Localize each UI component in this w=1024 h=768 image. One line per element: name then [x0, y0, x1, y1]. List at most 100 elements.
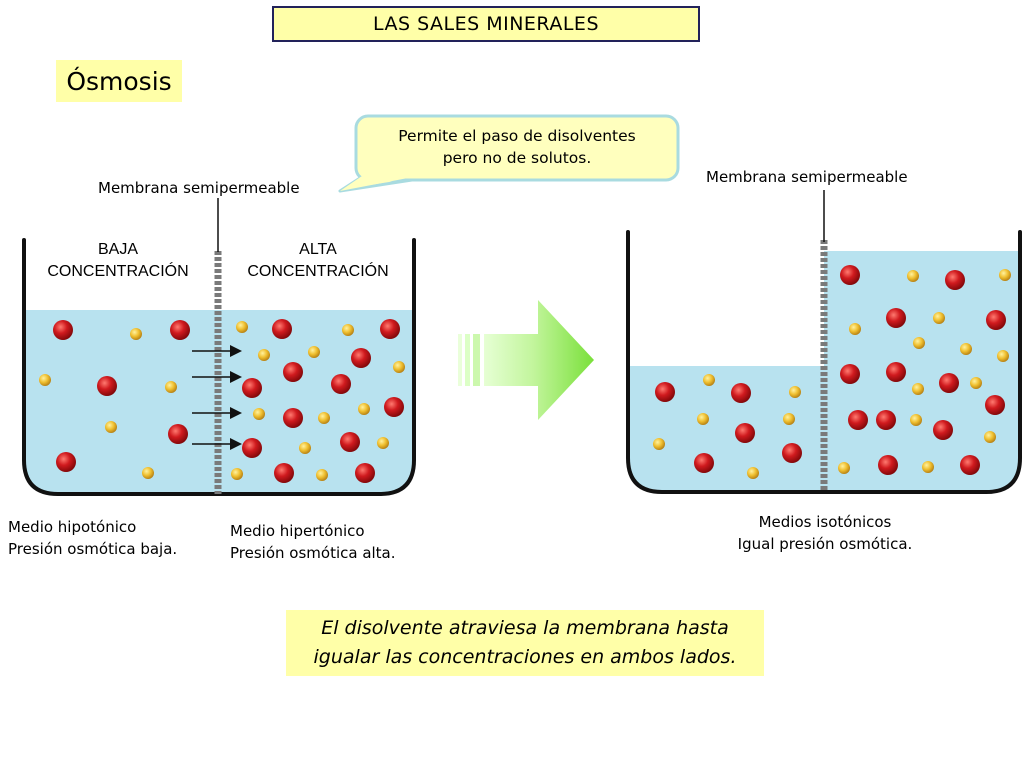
solute-large	[735, 423, 755, 443]
solute-large	[782, 443, 802, 463]
page-title-box: LAS SALES MINERALES	[272, 6, 700, 42]
right-arrow-icon	[458, 300, 594, 420]
solute-small	[308, 346, 320, 358]
solute-large	[960, 455, 980, 475]
solute-small	[165, 381, 177, 393]
solute-small	[838, 462, 850, 474]
solute-large	[97, 376, 117, 396]
right-high-side-solutes	[838, 265, 1011, 475]
solute-large	[985, 395, 1005, 415]
left-membrane-label: Membrana semipermeable	[98, 179, 300, 197]
isotonic-line-1: Medios isotónicos	[758, 513, 892, 531]
solute-large	[886, 362, 906, 382]
solute-small	[984, 431, 996, 443]
left-side-solutes	[39, 320, 190, 479]
solute-small	[653, 438, 665, 450]
solute-large	[840, 364, 860, 384]
solute-small	[393, 361, 405, 373]
high-concentration-line-2: CONCENTRACIÓN	[247, 263, 389, 280]
solute-small	[912, 383, 924, 395]
solute-large	[168, 424, 188, 444]
conclusion-line-1: El disolvente atraviesa la membrana hast…	[321, 617, 729, 639]
solute-small	[130, 328, 142, 340]
right-beaker	[626, 190, 1022, 494]
solute-small	[358, 403, 370, 415]
solute-large	[56, 452, 76, 472]
section-title-box: Ósmosis	[56, 60, 182, 102]
solute-large	[242, 438, 262, 458]
solute-small	[697, 413, 709, 425]
solute-small	[236, 321, 248, 333]
high-concentration-line-1: ALTA	[299, 241, 337, 258]
right-membrane-label: Membrana semipermeable	[706, 168, 908, 186]
solute-small	[377, 437, 389, 449]
solute-large	[170, 320, 190, 340]
solute-small	[253, 408, 265, 420]
solute-small	[783, 413, 795, 425]
hypotonic-line-1: Medio hipotónico	[8, 518, 137, 536]
callout-text: Permite el paso de disolventes pero no d…	[356, 125, 678, 169]
callout-line-1: Permite el paso de disolventes	[398, 127, 636, 145]
solute-large	[384, 397, 404, 417]
solute-large	[355, 463, 375, 483]
solute-large	[840, 265, 860, 285]
solute-small	[105, 421, 117, 433]
hypotonic-line-2: Presión osmótica baja.	[8, 540, 178, 558]
solute-large	[272, 319, 292, 339]
hypotonic-caption: Medio hipotónico Presión osmótica baja.	[8, 516, 177, 560]
solute-large	[731, 383, 751, 403]
right-arrow-icon	[192, 371, 242, 383]
solute-large	[939, 373, 959, 393]
solute-small	[747, 467, 759, 479]
solute-small	[342, 324, 354, 336]
isotonic-line-2: Igual presión osmótica.	[737, 535, 913, 553]
solute-small	[142, 467, 154, 479]
solute-large	[242, 378, 262, 398]
solute-small	[299, 442, 311, 454]
page-title: LAS SALES MINERALES	[372, 13, 599, 35]
solute-small	[318, 412, 330, 424]
solute-large	[876, 410, 896, 430]
right-arrow-icon	[192, 345, 242, 357]
solute-small	[703, 374, 715, 386]
right-arrow-icon	[192, 407, 242, 419]
right-side-solutes	[231, 319, 405, 483]
right-water-low	[628, 366, 824, 492]
low-concentration-label: BAJA CONCENTRACIÓN	[22, 239, 214, 283]
right-beaker-outline	[626, 230, 1022, 494]
conclusion-box: El disolvente atraviesa la membrana hast…	[286, 610, 764, 676]
solute-large	[351, 348, 371, 368]
solute-small	[231, 468, 243, 480]
solute-small	[970, 377, 982, 389]
solute-large	[986, 310, 1006, 330]
solute-large	[331, 374, 351, 394]
high-concentration-label: ALTA CONCENTRACIÓN	[222, 239, 414, 283]
solute-large	[340, 432, 360, 452]
flow-arrows	[192, 345, 242, 450]
callout-line-2: pero no de solutos.	[442, 149, 592, 167]
solute-large	[945, 270, 965, 290]
hypertonic-caption: Medio hipertónico Presión osmótica alta.	[230, 520, 396, 564]
low-concentration-line-1: BAJA	[97, 241, 138, 258]
solute-large	[878, 455, 898, 475]
isotonic-caption: Medios isotónicos Igual presión osmótica…	[690, 511, 960, 555]
solute-large	[53, 320, 73, 340]
hypertonic-line-2: Presión osmótica alta.	[230, 544, 396, 562]
solute-small	[999, 269, 1011, 281]
solute-small	[258, 349, 270, 361]
low-concentration-line-2: CONCENTRACIÓN	[47, 263, 189, 280]
solute-small	[997, 350, 1009, 362]
solute-large	[694, 453, 714, 473]
solute-large	[283, 362, 303, 382]
solute-large	[848, 410, 868, 430]
solute-small	[849, 323, 861, 335]
solute-small	[789, 386, 801, 398]
right-low-side-solutes	[653, 374, 802, 479]
right-arrow-icon	[192, 438, 242, 450]
solute-large	[274, 463, 294, 483]
conclusion-line-2: igualar las concentraciones en ambos lad…	[313, 646, 737, 668]
solute-small	[960, 343, 972, 355]
solute-large	[886, 308, 906, 328]
solute-small	[922, 461, 934, 473]
